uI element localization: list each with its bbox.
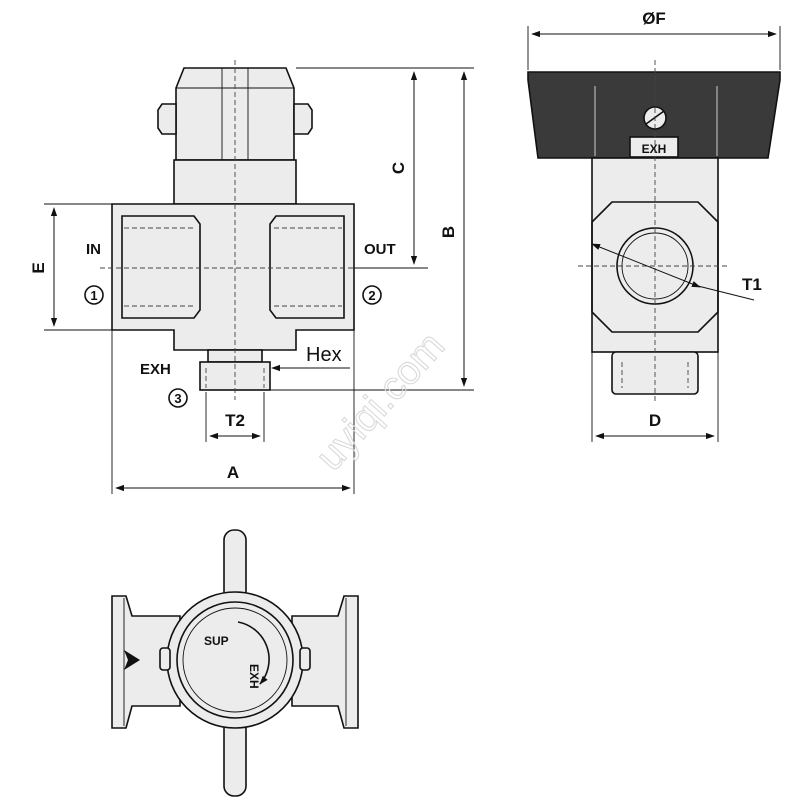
side-view: EXH T1 ØF D	[527, 9, 781, 442]
svg-text:3: 3	[174, 391, 181, 406]
dim-d-label: D	[649, 411, 661, 430]
dim-f-label: ØF	[642, 9, 666, 28]
front-cap	[175, 67, 295, 161]
label-hex: Hex	[306, 344, 342, 366]
svg-text:1: 1	[90, 288, 97, 303]
flow-arrow-icon	[124, 650, 140, 670]
front-view: IN OUT EXH 1 2 3 Hex C B E	[29, 60, 474, 494]
dim-e-label: E	[29, 262, 48, 273]
top-view: SUP EXH	[111, 529, 359, 797]
top-sup-label: SUP	[204, 634, 229, 648]
top-exh-label: EXH	[247, 664, 261, 689]
port-marker-1: 1	[84, 285, 104, 305]
dim-b-label: B	[439, 226, 458, 238]
svg-text:2: 2	[368, 288, 375, 303]
port-marker-2: 2	[362, 285, 382, 305]
front-body	[111, 203, 355, 351]
dim-t2-label: T2	[225, 411, 245, 430]
label-exh: EXH	[140, 361, 171, 378]
dim-c-label: C	[389, 162, 408, 174]
label-out: OUT	[364, 241, 396, 258]
label-in: IN	[86, 241, 101, 258]
dim-a-label: A	[227, 463, 239, 482]
dim-t1-label: T1	[742, 275, 762, 294]
port-marker-3: 3	[168, 388, 188, 408]
rotation-arrow-icon	[237, 621, 270, 685]
handle-exh-label: EXH	[642, 142, 667, 156]
